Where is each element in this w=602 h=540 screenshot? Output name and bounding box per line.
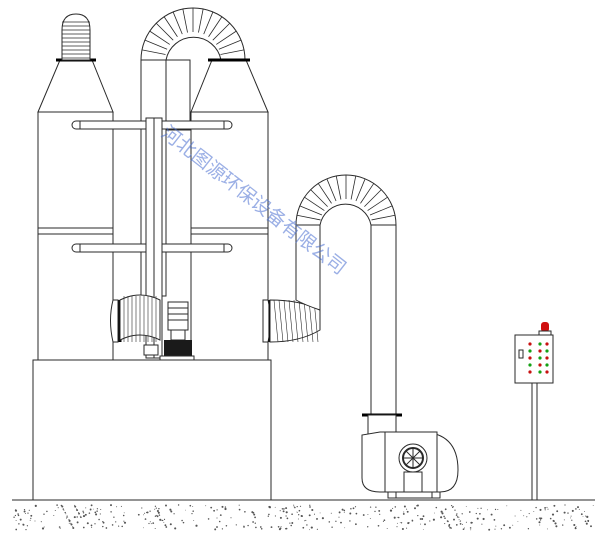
centrifugal-fan [361, 431, 459, 499]
exhaust-duct [269, 174, 402, 436]
right-tower [190, 58, 269, 361]
pump-body [164, 340, 192, 358]
left-tower-stack [61, 13, 91, 61]
fan-impeller [403, 448, 423, 468]
exhaust-arch-ribs [296, 175, 396, 221]
indicator-light [545, 363, 549, 367]
warning-lamp-base [538, 330, 552, 336]
indicator-light [538, 342, 542, 346]
indicator-light [545, 349, 549, 353]
indicator-light [538, 349, 542, 353]
indicator-light [528, 363, 532, 367]
pump-coupling [170, 329, 186, 341]
exhaust-right-leg [370, 224, 397, 416]
panel-indicator-lights [528, 342, 549, 374]
indicator-light [538, 370, 542, 374]
pump-motor [167, 301, 189, 331]
right-tower-cone [190, 59, 269, 113]
lower-connector-duct [119, 294, 161, 342]
indicator-light [528, 349, 532, 353]
fan-base [387, 491, 441, 499]
right-tower-body [190, 111, 269, 361]
duct-right-leg [165, 59, 191, 131]
indicator-light [545, 356, 549, 360]
indicator-light [528, 356, 532, 360]
panel-handle [518, 349, 524, 359]
stack-ribs [62, 21, 90, 59]
indicator-light [528, 342, 532, 346]
indicator-light [538, 363, 542, 367]
indicator-light [545, 342, 549, 346]
cabinet-post [531, 382, 538, 501]
duct-arch-ribs [141, 8, 245, 55]
fan-motor [403, 471, 423, 495]
ground-texture [13, 504, 594, 531]
left-tower-body [37, 111, 114, 361]
control-cabinet [514, 322, 554, 501]
circulation-pump [159, 301, 195, 361]
indicator-light [545, 370, 549, 374]
left-tower [37, 13, 114, 361]
exhaust-left-leg [295, 224, 321, 311]
pump-base [159, 355, 195, 361]
riser-valve [143, 344, 159, 356]
sump-tank [32, 359, 272, 501]
left-tower-cone [37, 59, 114, 113]
ground [12, 499, 595, 531]
indicator-light [538, 356, 542, 360]
warning-lamp-icon [541, 322, 549, 332]
indicator-light [528, 370, 532, 374]
